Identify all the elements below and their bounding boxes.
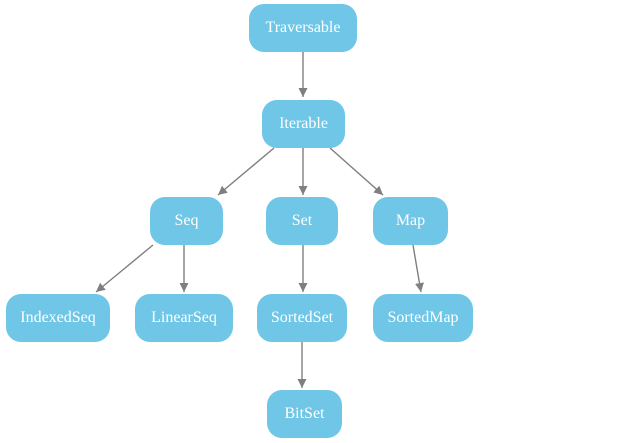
node-indexedseq: IndexedSeq [6,294,110,342]
node-map: Map [373,197,448,245]
node-seq: Seq [150,197,223,245]
node-bitset: BitSet [267,390,342,438]
node-sortedset: SortedSet [257,294,347,342]
node-traversable: Traversable [249,4,357,52]
node-set: Set [266,197,338,245]
node-linearseq: LinearSeq [135,294,233,342]
node-sortedmap: SortedMap [373,294,473,342]
node-iterable: Iterable [262,100,345,148]
